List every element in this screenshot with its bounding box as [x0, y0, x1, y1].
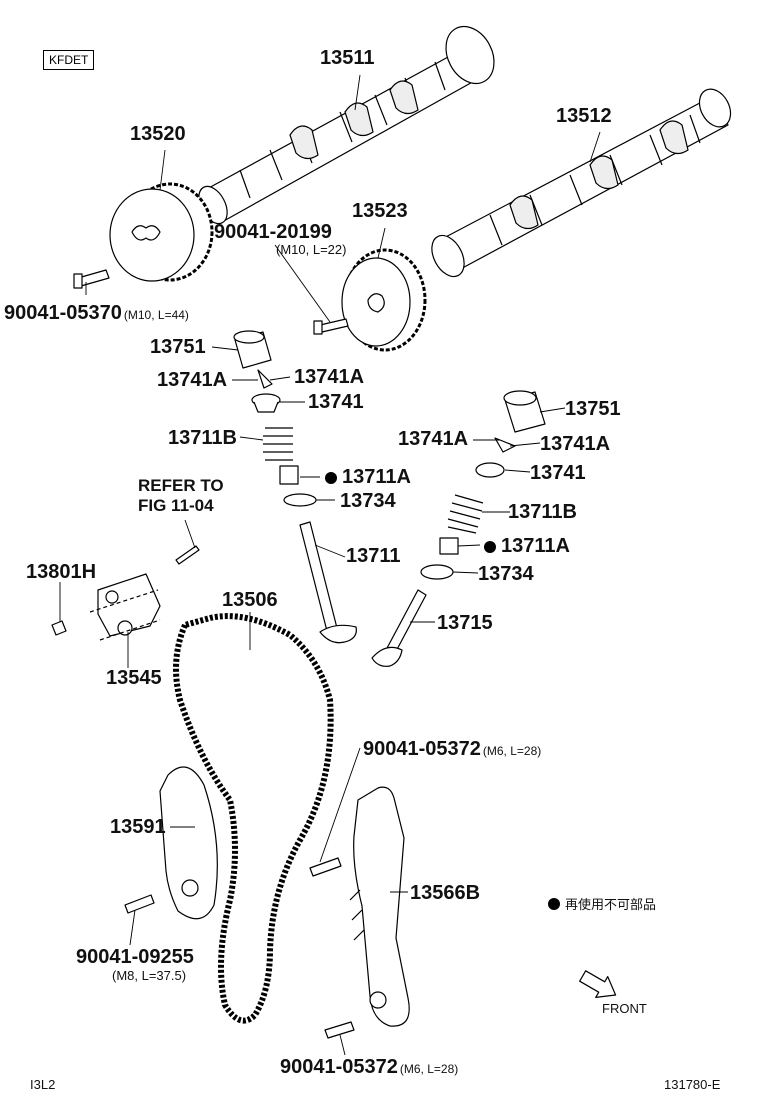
- label-bolt-90041-05370: 90041-05370(M10, L=44): [4, 303, 189, 323]
- legend-text: 再使用不可部品: [565, 898, 657, 913]
- label-right-13715: 13715: [437, 612, 493, 634]
- chain-guide-13591: [159, 766, 218, 920]
- spec: (M6, L=28): [399, 1062, 459, 1076]
- sprocket-13523: [341, 248, 427, 352]
- label-bolt-90041-09255: 90041-09255: [76, 946, 194, 968]
- label-left-13741a-b: 13741A: [294, 366, 365, 388]
- part-number: 90041-05372: [363, 738, 481, 760]
- part-number: 13711A: [501, 535, 570, 557]
- vvt-sprocket-13520: [109, 182, 214, 282]
- non-reusable-dot-icon: [548, 898, 560, 910]
- label-right-13751: 13751: [565, 398, 621, 420]
- footer-diagram-id: 131780-E: [664, 1077, 721, 1092]
- label-13591: 13591: [110, 816, 166, 838]
- right-valve-assembly: [371, 390, 546, 667]
- engine-code-badge: KFDET: [43, 50, 95, 70]
- non-reusable-dot-icon: [484, 541, 496, 553]
- label-bolt-90041-05372-bottom: 90041-05372(M6, L=28): [280, 1057, 458, 1077]
- nut-13801h: [51, 620, 67, 636]
- label-left-13751: 13751: [150, 336, 206, 358]
- bolt-90041-05370: [73, 269, 110, 289]
- camshaft-13511: [198, 25, 495, 225]
- refer-line-2: FIG 11-04: [138, 496, 214, 515]
- label-13566b: 13566B: [410, 882, 481, 904]
- label-right-13741a-b: 13741A: [540, 433, 611, 455]
- label-bolt-90041-05372-top: 90041-05372(M6, L=28): [363, 739, 541, 759]
- label-right-13711a: 13711A: [484, 536, 570, 556]
- bolt-90041-09255: [124, 894, 155, 914]
- label-13512: 13512: [556, 105, 612, 127]
- chain-slipper-13566b: [349, 786, 410, 1027]
- part-number: 90041-05370: [4, 302, 122, 324]
- label-right-13741: 13741: [530, 462, 586, 484]
- label-left-13741: 13741: [308, 391, 364, 413]
- label-left-13734: 13734: [340, 490, 396, 512]
- label-left-13711: 13711: [346, 545, 401, 567]
- part-number: 90041-05372: [280, 1056, 398, 1078]
- spec: (M6, L=28): [482, 744, 542, 758]
- timing-chain-13506: [173, 613, 334, 1024]
- label-13511: 13511: [320, 47, 375, 69]
- leader-lines: [59, 74, 601, 1056]
- label-right-13734: 13734: [478, 563, 534, 585]
- spec-bolt-90041-09255: (M8, L=37.5): [112, 968, 187, 983]
- footer-left-code: I3L2: [30, 1077, 56, 1092]
- tensioner-13545: [89, 573, 161, 641]
- label-13523: 13523: [352, 200, 408, 222]
- camshaft-13512: [431, 88, 732, 278]
- spec: (M10, L=44): [123, 308, 189, 322]
- label-right-13741a-a: 13741A: [398, 428, 469, 450]
- label-13520: 13520: [130, 123, 186, 145]
- label-left-13711b: 13711B: [168, 427, 237, 449]
- non-reusable-dot-icon: [325, 472, 337, 484]
- label-13545: 13545: [106, 667, 162, 689]
- front-label: FRONT: [602, 1001, 647, 1016]
- label-bolt-90041-20199: 90041-20199: [214, 221, 332, 243]
- label-left-13741a-a: 13741A: [157, 369, 228, 391]
- spec-bolt-90041-20199: (M10, L=22): [276, 242, 347, 257]
- stud: [175, 545, 200, 565]
- refer-line-1: REFER TO: [138, 476, 224, 495]
- legend-note: 再使用不可部品: [548, 894, 656, 913]
- bolt-90041-05372-bottom: [324, 1021, 355, 1039]
- label-left-13711a: 13711A: [325, 467, 411, 487]
- part-number: 13711A: [342, 466, 411, 488]
- bolt-90041-20199: [313, 318, 349, 335]
- label-13801h: 13801H: [26, 561, 97, 583]
- bolt-90041-05372-top: [309, 857, 342, 877]
- front-arrow-icon: [579, 970, 617, 998]
- label-right-13711b: 13711B: [508, 501, 577, 523]
- label-13506: 13506: [222, 589, 278, 611]
